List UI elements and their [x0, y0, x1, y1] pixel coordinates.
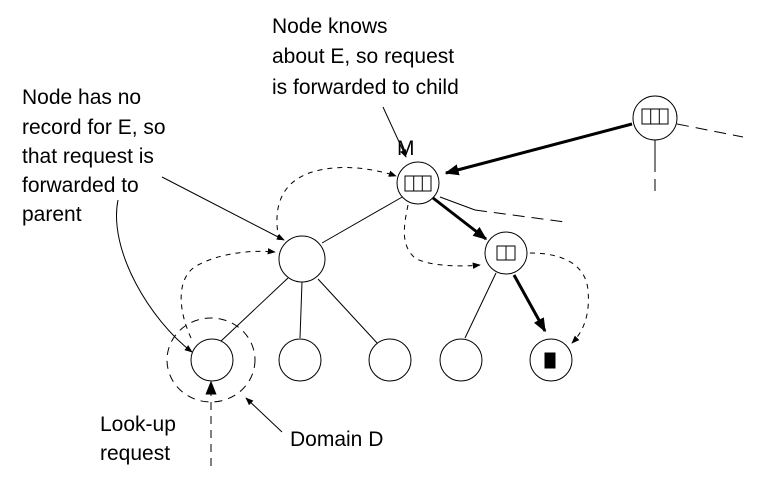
label-no-record-5: parent	[22, 203, 82, 226]
label-node-knows-2: about E, so request	[272, 45, 454, 68]
edge-left-ll	[219, 277, 289, 343]
tree-edges	[219, 140, 656, 345]
pointer-to-domain-node	[116, 199, 193, 353]
annotation-pointers	[116, 106, 407, 433]
dashed-arrow-m-to-child	[403, 204, 481, 269]
label-no-record-3: that request is	[22, 145, 154, 168]
pointer-node-knows	[382, 106, 407, 158]
record-box-target	[544, 352, 556, 369]
record-box-top	[641, 108, 669, 125]
edge-right-rl	[464, 272, 497, 339]
dashed-arrow-child-to-leaf	[529, 252, 589, 344]
bold-path	[432, 122, 633, 333]
dashed-arrow-leaf-to-parent	[180, 248, 276, 339]
label-no-record-2: record for E, so	[22, 116, 166, 139]
tree-nodes	[190, 95, 678, 382]
dashed-continuations	[474, 123, 744, 223]
label-node-m: M	[397, 137, 415, 160]
dashed-m-right	[474, 209, 566, 223]
edge-left-lm	[299, 281, 303, 339]
label-node-knows-1: Node knows	[272, 15, 388, 38]
edge-left-lr	[317, 278, 379, 345]
edge-m-rightstub	[439, 196, 476, 211]
label-no-record-1: Node has no	[22, 86, 141, 109]
text-labels: Node knows about E, so request is forwar…	[22, 15, 459, 465]
node-leaf-domain	[190, 338, 234, 382]
label-lookup-1: Look-up	[100, 413, 176, 436]
record-boxes	[404, 108, 669, 369]
label-no-record-4: forwarded to	[22, 174, 139, 197]
node-leaf-4	[439, 338, 483, 382]
label-domain-d: Domain D	[290, 428, 383, 451]
edge-m-left	[321, 195, 405, 244]
pointer-no-record	[161, 176, 285, 241]
pointer-domain-d	[245, 397, 283, 433]
bold-arrow-child-to-leaf	[512, 274, 547, 333]
record-box-m	[404, 175, 432, 192]
label-node-knows-3: is forwarded to child	[272, 76, 459, 99]
dashed-top-right	[676, 123, 744, 138]
label-lookup-2: request	[100, 442, 170, 465]
node-leaf-2	[278, 338, 322, 382]
bold-arrow-to-m	[444, 122, 633, 176]
node-left	[278, 235, 326, 283]
node-leaf-3	[368, 338, 412, 382]
dashed-arrows	[180, 167, 589, 466]
domain-d-boundary	[166, 317, 256, 403]
dashed-arrow-parent-to-m	[276, 167, 397, 241]
bold-arrow-m-to-child	[432, 196, 488, 241]
